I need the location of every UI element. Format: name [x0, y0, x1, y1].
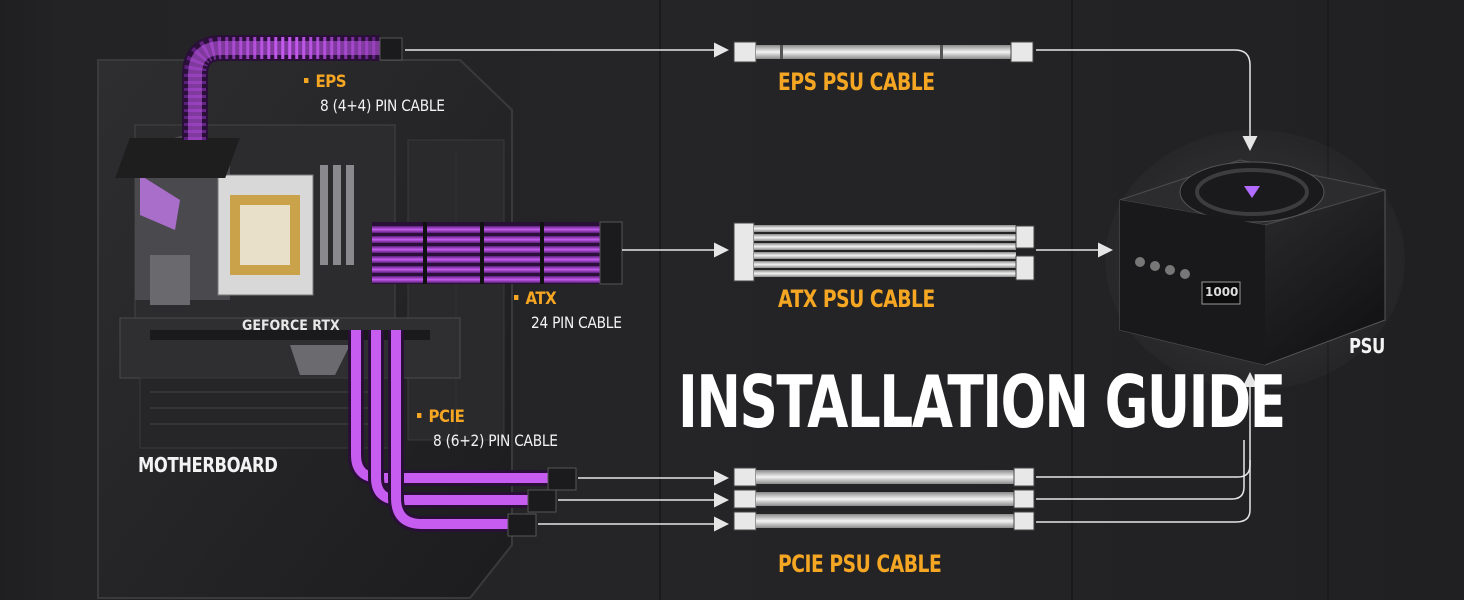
pcie-name: PCIE	[428, 407, 465, 427]
psu-label: PSU	[1349, 334, 1385, 358]
bullet-icon	[417, 412, 422, 418]
page-title: INSTALLATION GUIDE	[678, 360, 1286, 444]
gpu	[119, 317, 461, 449]
eps-sleeved-cable	[182, 35, 403, 140]
bullet-icon	[514, 294, 519, 300]
motherboard	[115, 124, 396, 326]
pcie-psu-cable-illustration	[733, 467, 1035, 531]
atx-label: ATX	[514, 289, 557, 309]
pcie-detail: 8 (6+2) PIN CABLE	[433, 431, 558, 450]
pcie-sleeved-cable	[348, 330, 577, 537]
eps-psu-cable-caption: EPS PSU CABLE	[778, 68, 935, 96]
motherboard-label: MOTHERBOARD	[138, 453, 278, 477]
pcie-psu-cable-caption: PCIE PSU CABLE	[778, 550, 942, 578]
atx-sleeved-cable	[372, 221, 623, 285]
atx-detail: 24 PIN CABLE	[531, 313, 622, 332]
eps-detail: 8 (4+4) PIN CABLE	[320, 96, 445, 115]
eps-label: EPS	[304, 72, 347, 92]
eps-psu-cable-illustration	[733, 41, 1034, 63]
atx-psu-cable-illustration	[733, 222, 1035, 282]
atx-name: ATX	[525, 289, 557, 309]
bullet-icon	[304, 77, 309, 83]
eps-name: EPS	[315, 72, 347, 92]
gpu-label: GEFORCE RTX	[242, 318, 340, 334]
psu-wattage-badge: 1000	[1205, 285, 1239, 299]
connection-arrows	[405, 42, 1258, 532]
atx-psu-cable-caption: ATX PSU CABLE	[778, 285, 935, 313]
psu-unit	[1105, 130, 1405, 390]
pcie-label: PCIE	[417, 407, 465, 427]
